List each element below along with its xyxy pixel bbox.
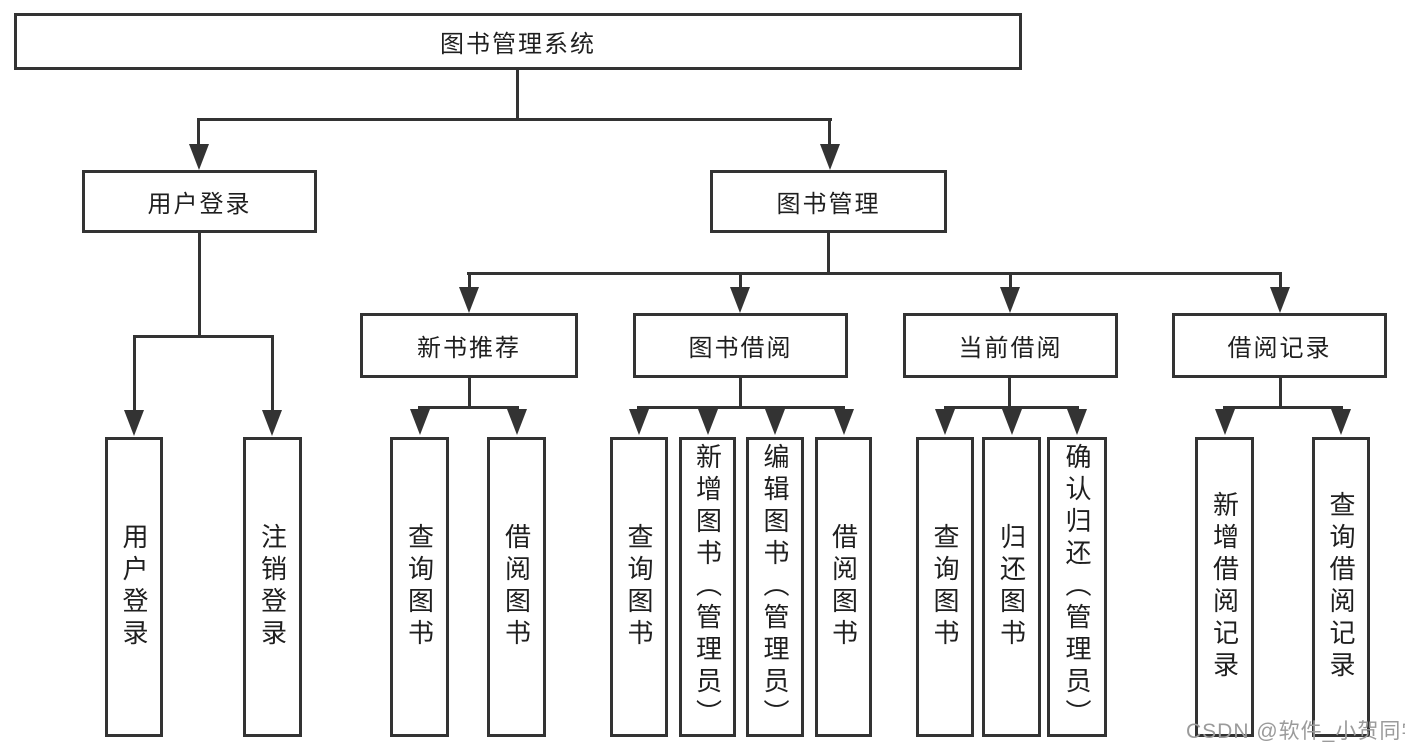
connector-user-login-stub: [198, 233, 201, 337]
node-label: 查询图书: [404, 523, 435, 651]
connector-branch: [637, 406, 845, 409]
leaf-query-books: 查询图书: [390, 437, 449, 737]
node-label: 确认归还（管理员）: [1062, 443, 1092, 731]
arrow-down-icon: [935, 409, 955, 435]
node-label: 图书借阅: [688, 335, 793, 362]
connector-branch: [1223, 406, 1343, 409]
leaf-confirm-return-admin: 确认归还（管理员）: [1047, 437, 1107, 737]
leaf-query-books: 查询图书: [610, 437, 668, 737]
connector-stub: [739, 378, 742, 409]
arrow-down-icon: [1215, 409, 1235, 435]
arrow-down-icon: [410, 409, 430, 435]
leaf-add-borrow-record: 新增借阅记录: [1195, 437, 1254, 737]
connector-stub: [1279, 378, 1282, 409]
connector-book-mgmt-stub: [827, 233, 830, 275]
connector-stub: [197, 118, 200, 148]
connector-stub: [739, 272, 742, 289]
connector-book-mgmt-branch: [467, 272, 1282, 275]
arrow-down-icon: [1067, 409, 1087, 435]
node-label: 编辑图书（管理员）: [760, 443, 790, 731]
node-label: 当前借阅: [958, 335, 1063, 362]
connector-stub: [133, 335, 136, 412]
node-label: 借阅图书: [828, 523, 859, 651]
node-label: 用户登录: [119, 523, 149, 651]
leaf-logout: 注销登录: [243, 437, 302, 737]
connector-stub: [271, 335, 274, 412]
arrow-down-icon: [629, 409, 649, 435]
leaf-borrow-books: 借阅图书: [487, 437, 546, 737]
node-label: 新书推荐: [417, 335, 521, 362]
csdn-watermark: CSDN @软件_小贺同学: [1186, 720, 1405, 743]
arrow-down-icon: [262, 410, 282, 436]
leaf-edit-book-admin: 编辑图书（管理员）: [746, 437, 804, 737]
connector-branch: [418, 406, 519, 409]
arrow-down-icon: [459, 287, 479, 313]
leaf-borrow-books: 借阅图书: [815, 437, 872, 737]
arrow-down-icon: [1002, 409, 1022, 435]
arrow-down-icon: [834, 409, 854, 435]
connector-stub: [1009, 272, 1012, 289]
connector-stub: [468, 378, 471, 409]
node-label: 归还图书: [996, 523, 1027, 651]
node-current-borrow: 当前借阅: [903, 313, 1118, 378]
node-label: 图书管理系统: [440, 31, 596, 58]
arrow-down-icon: [765, 409, 785, 435]
node-label: 借阅记录: [1227, 335, 1332, 362]
connector-level1-branch: [197, 118, 832, 121]
node-label: 新增借阅记录: [1209, 491, 1240, 683]
arrow-down-icon: [698, 409, 718, 435]
connector-stub: [1279, 272, 1282, 289]
node-label: 用户登录: [147, 191, 252, 218]
connector-user-login-branch: [133, 335, 274, 338]
node-book-management: 图书管理: [710, 170, 947, 233]
leaf-query-borrow-record: 查询借阅记录: [1312, 437, 1370, 737]
arrow-down-icon: [820, 144, 840, 170]
connector-root-stub: [516, 70, 519, 121]
connector-stub: [1008, 378, 1011, 409]
arrow-down-icon: [730, 287, 750, 313]
arrow-down-icon: [1270, 287, 1290, 313]
node-label: 图书管理: [776, 191, 881, 218]
node-label: 查询图书: [930, 523, 960, 651]
node-new-book-recommend: 新书推荐: [360, 313, 578, 378]
leaf-user-login: 用户登录: [105, 437, 163, 737]
node-label: 注销登录: [257, 523, 288, 651]
node-book-borrow: 图书借阅: [633, 313, 848, 378]
connector-branch: [944, 406, 1079, 409]
arrow-down-icon: [189, 144, 209, 170]
node-label: 查询借阅记录: [1326, 491, 1356, 683]
node-user-login: 用户登录: [82, 170, 317, 233]
connector-stub: [828, 118, 831, 148]
connector-stub: [468, 272, 471, 289]
leaf-query-books: 查询图书: [916, 437, 974, 737]
leaf-add-book-admin: 新增图书（管理员）: [679, 437, 736, 737]
node-label: 查询图书: [624, 523, 654, 651]
node-borrow-records: 借阅记录: [1172, 313, 1387, 378]
arrow-down-icon: [507, 409, 527, 435]
node-label: 新增图书（管理员）: [692, 443, 723, 731]
arrow-down-icon: [1331, 409, 1351, 435]
arrow-down-icon: [1000, 287, 1020, 313]
node-label: 借阅图书: [501, 523, 532, 651]
leaf-return-books: 归还图书: [982, 437, 1041, 737]
arrow-down-icon: [124, 410, 144, 436]
node-library-management-system: 图书管理系统: [14, 13, 1022, 70]
